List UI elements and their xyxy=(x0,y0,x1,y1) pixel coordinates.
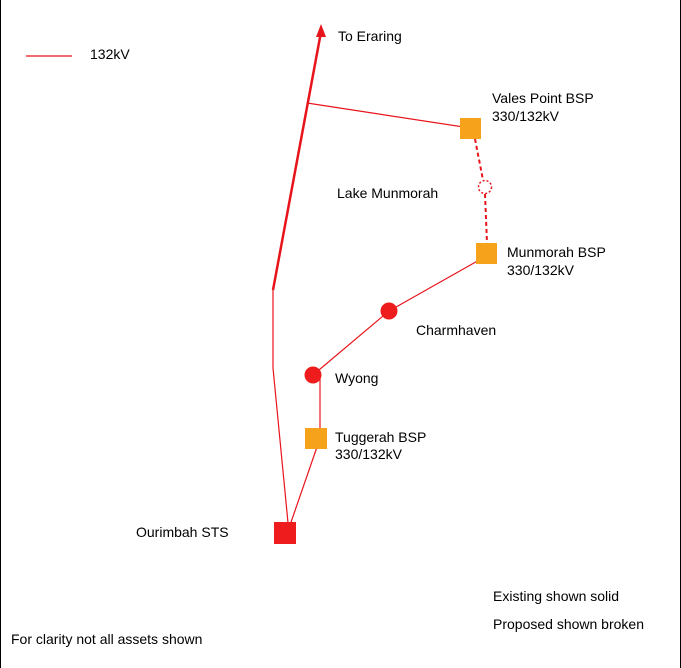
line-ourimbah-trunk xyxy=(272,290,290,534)
legend-label: 132kV xyxy=(90,46,130,62)
line-munmorah-charmhaven xyxy=(388,258,482,312)
wyong-label: Wyong xyxy=(335,370,379,386)
note-proposed: Proposed shown broken xyxy=(493,616,644,632)
ourimbah-sts-node xyxy=(274,522,296,544)
tuggerah-bsp-node xyxy=(305,428,327,449)
vales-point-name: Vales Point BSP xyxy=(492,90,594,106)
wyong-node xyxy=(304,366,322,384)
ourimbah-label: Ourimbah STS xyxy=(136,524,229,540)
tuggerah-rating: 330/132kV xyxy=(335,446,402,462)
line-tuggerah-ourimbah xyxy=(288,446,318,529)
charmhaven-label: Charmhaven xyxy=(416,322,497,338)
arrow-to-eraring-icon xyxy=(316,24,326,37)
tuggerah-name: Tuggerah BSP xyxy=(335,429,427,445)
vales-point-rating: 330/132kV xyxy=(492,108,559,124)
munmorah-bsp-node xyxy=(476,243,497,264)
charmhaven-node xyxy=(380,302,398,320)
line-vales-lake-proposed xyxy=(474,138,484,181)
line-trunk-vales-point xyxy=(306,102,471,129)
note-existing: Existing shown solid xyxy=(493,588,620,604)
munmorah-name: Munmorah BSP xyxy=(507,244,606,260)
lake-munmorah-node xyxy=(477,179,493,195)
to-eraring-label: To Eraring xyxy=(338,28,402,44)
note-clarity: For clarity not all assets shown xyxy=(11,631,203,647)
line-trunk-to-eraring xyxy=(271,31,323,291)
line-charmhaven-wyong xyxy=(312,310,390,376)
vales-point-bsp-node xyxy=(460,118,481,139)
lake-munmorah-label: Lake Munmorah xyxy=(337,185,439,201)
munmorah-rating: 330/132kV xyxy=(507,262,574,278)
line-lake-munmorah-proposed xyxy=(484,193,488,244)
